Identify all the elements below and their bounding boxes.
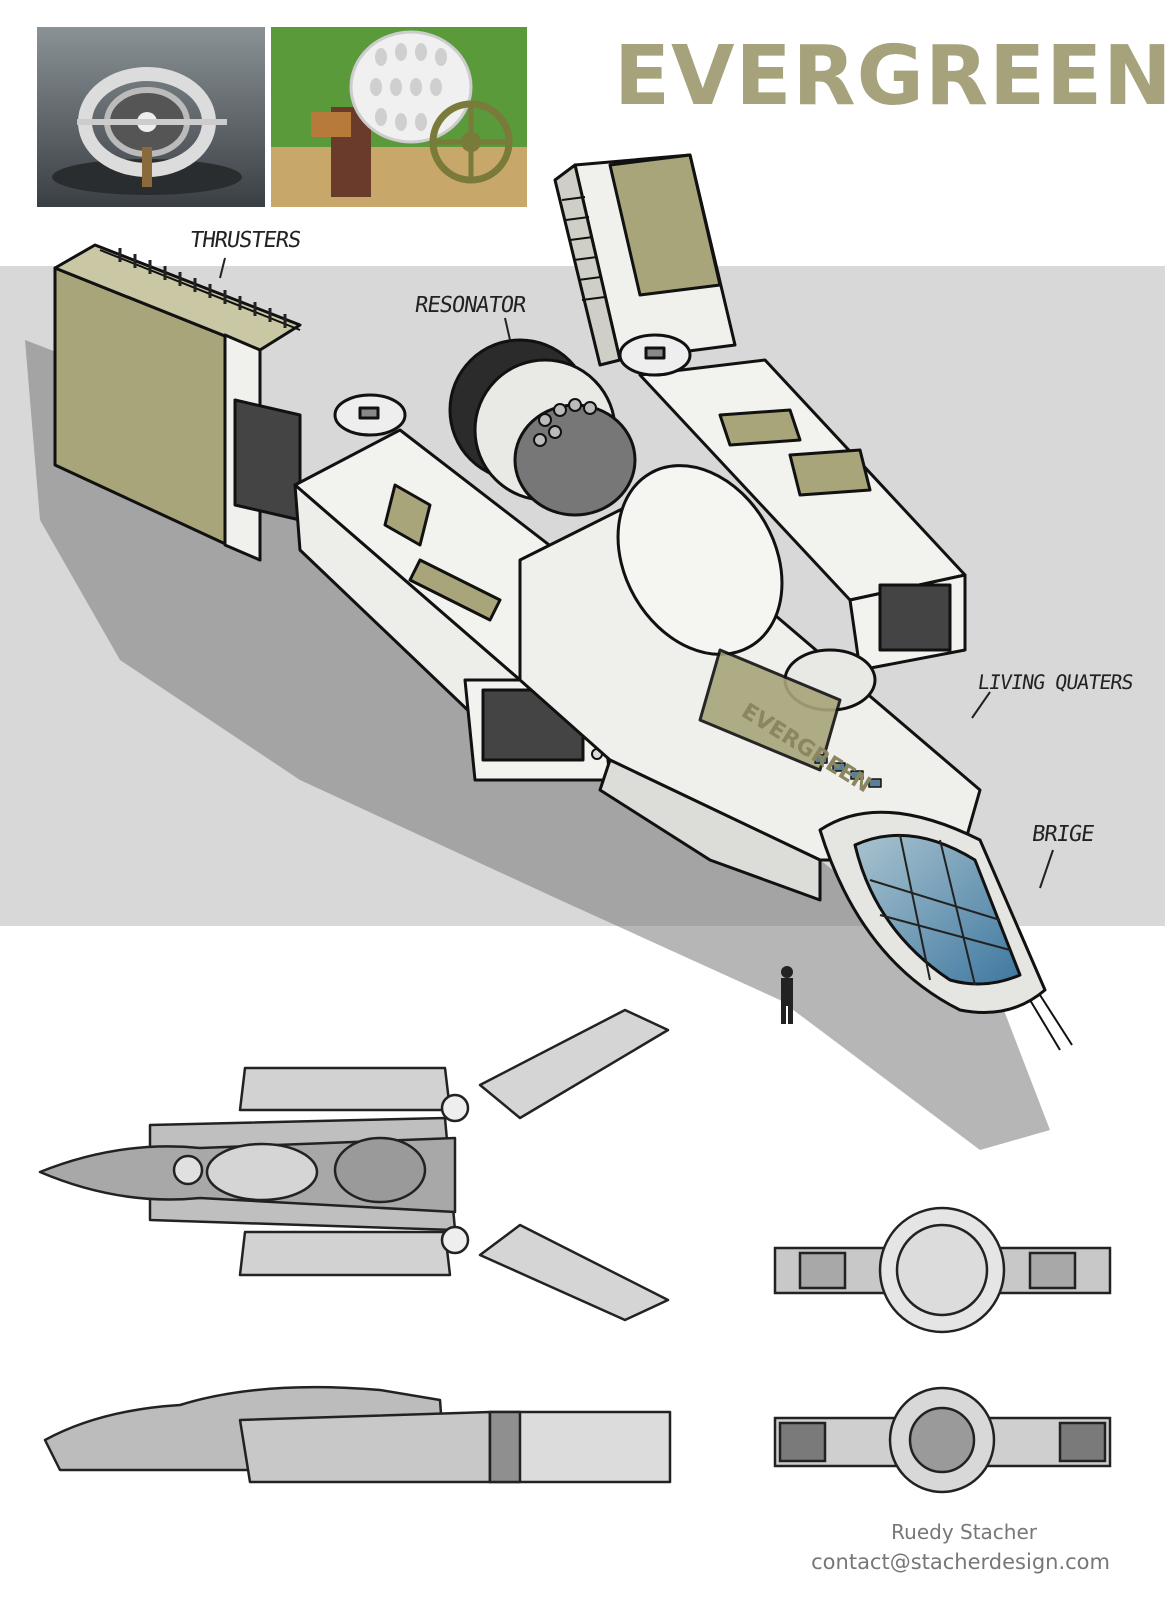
credit-author: Ruedy Stacher — [891, 1520, 1037, 1544]
resonator-drum — [448, 338, 637, 517]
reference-photo-resonator-model — [271, 27, 527, 207]
annotation-living-quarters: LIVING QUATERS — [976, 670, 1135, 694]
right-thruster-pod — [553, 153, 737, 367]
front-view — [773, 1206, 1112, 1334]
page-title: EVERGREEN — [614, 29, 1165, 124]
human-scale-figure — [781, 966, 793, 1024]
annotation-pointers — [219, 257, 1054, 889]
right-arm-beam — [618, 333, 967, 672]
bridge-canopy — [818, 810, 1073, 1051]
rear-view — [773, 1386, 1112, 1494]
side-view — [43, 1385, 672, 1484]
top-view — [38, 1008, 670, 1322]
annotation-resonator: RESONATOR — [413, 293, 527, 318]
reference-photo-engine-model — [37, 27, 265, 207]
left-thruster-pod — [53, 243, 302, 562]
credit-contact-email[interactable]: contact@stacherdesign.com — [811, 1550, 1110, 1574]
annotation-bridge: BRIGE — [1030, 822, 1095, 847]
central-hull — [518, 464, 982, 902]
annotation-thrusters: THRUSTERS — [188, 228, 302, 253]
